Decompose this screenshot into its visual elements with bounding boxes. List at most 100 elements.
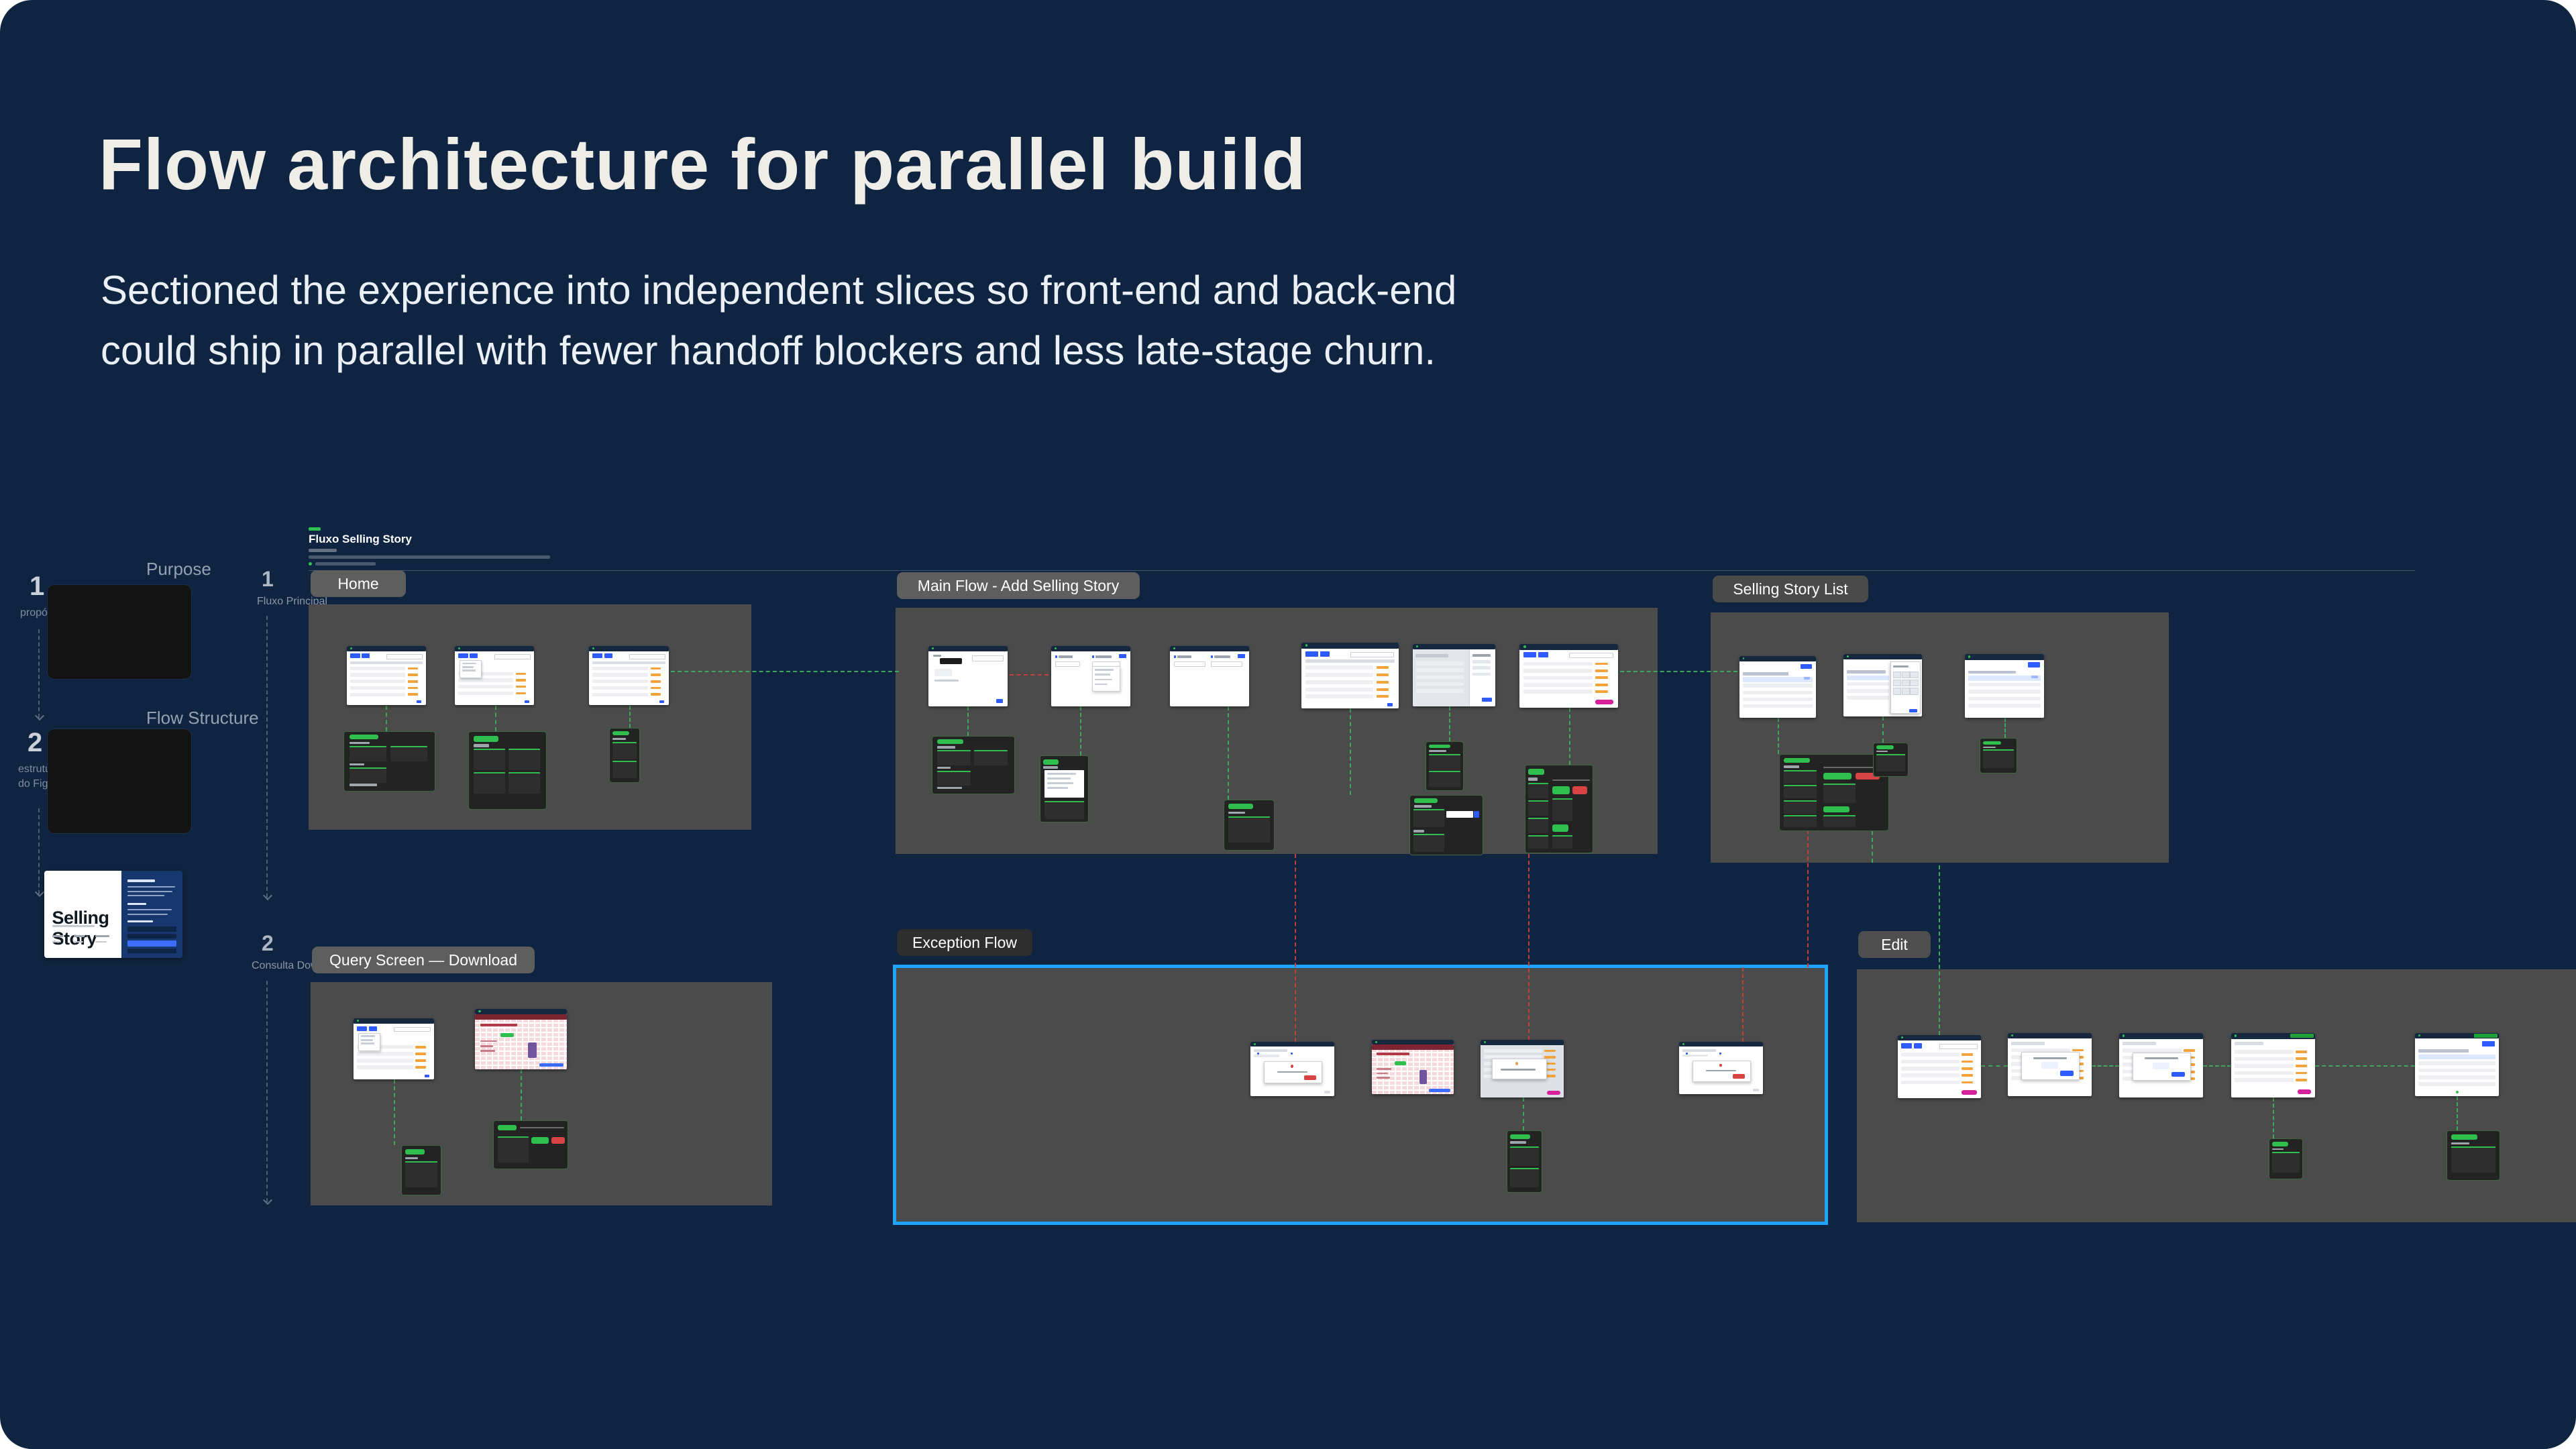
selling-story-cover-thumbnail[interactable]: Selling Story [44,871,182,958]
flow-connector-green [1981,1065,2008,1067]
outline-number-1: 1 [30,572,45,601]
annotation-card[interactable] [343,731,435,792]
screen-thumbnail-tableplain[interactable] [1965,654,2044,718]
flow-connector-green [1882,716,1884,743]
annotation-card[interactable] [1040,755,1089,822]
annotation-card[interactable] [1426,741,1464,791]
outline-guide-line-2 [38,808,40,894]
flow-connector-green [495,706,496,731]
screen-thumbnail-tablepopup[interactable] [1843,654,1922,716]
screen-thumbnail-formfirst[interactable] [928,646,1008,706]
flow-connector-red [1295,854,1296,1042]
legend-text-bar [315,562,376,566]
annotation-card[interactable] [1980,738,2017,773]
flow-connector-red [1807,830,1809,967]
annotation-card[interactable] [1779,754,1889,831]
flow-connector-green [394,1079,395,1145]
flow-connector-green [1080,706,1081,755]
screen-thumbnail-tablemagenta[interactable] [1898,1035,1981,1098]
flow-connector-green [1620,671,1737,672]
screen-thumbnail-pink[interactable] [1372,1040,1454,1094]
flow-connector-green [629,706,631,728]
annotation-card[interactable] [1525,765,1593,853]
frame-label-main-flow[interactable]: Main Flow - Add Selling Story [897,572,1140,599]
flow-connector-green [1449,706,1450,741]
screen-thumbnail-table[interactable] [589,646,669,705]
frame-label-edit[interactable]: Edit [1858,931,1931,958]
screen-thumbnail-table[interactable] [1301,643,1399,708]
annotation-card[interactable] [1873,743,1909,777]
flow-connector-green [671,671,899,672]
flow-connector-green [1350,708,1351,795]
canvas-subtitle-bar [309,549,337,552]
annotation-card[interactable] [1507,1130,1542,1193]
screen-thumbnail-pink[interactable] [475,1009,567,1069]
flow-connector-green [1939,865,1940,1035]
screen-thumbnail-tablemagenta[interactable] [1519,644,1618,708]
screen-thumbnail-tabledd[interactable] [354,1018,434,1079]
screen-thumbnail-dialogblue[interactable] [2008,1033,2092,1096]
outline-guide-line-1 [38,629,40,718]
flow-row-guide-2 [266,981,268,1202]
screen-thumbnail-table[interactable] [347,646,426,705]
outline-heading-purpose: Purpose [146,559,211,579]
annotation-card[interactable] [1409,795,1483,855]
screen-thumbnail-dialogred[interactable] [1679,1042,1763,1094]
page-title: Flow architecture for parallel build [99,123,1307,205]
flow-structure-thumbnail[interactable] [48,729,191,833]
frame-label-query-download[interactable]: Query Screen — Download [312,947,535,973]
annotation-card[interactable] [609,728,640,783]
screen-thumbnail-dialogblue[interactable] [2119,1033,2203,1097]
flow-connector-red [1742,967,1743,1042]
annotation-card[interactable] [932,736,1015,794]
flow-connector-green [1778,718,1779,754]
flow-connector-green [2203,1065,2231,1067]
flow-row-number-1: 1 [262,567,274,591]
screen-thumbnail-formdd[interactable] [1051,646,1130,706]
flow-connector-green [2092,1065,2119,1067]
frame-label-home[interactable]: Home [311,570,406,597]
flow-connector-green [2315,1065,2415,1067]
flow-connector-red [1528,854,1529,1040]
screen-thumbnail-tablegreenm[interactable] [2231,1033,2315,1097]
outline-heading-flow-structure: Flow Structure [146,708,259,728]
frame-label-exception-flow[interactable]: Exception Flow [897,929,1032,956]
flow-connector-green [967,706,969,736]
outline-number-2: 2 [28,728,43,757]
annotation-card[interactable] [2447,1130,2500,1181]
annotation-card[interactable] [1224,800,1275,851]
cover-left-panel: Selling Story [44,871,122,958]
screen-thumbnail-dialogorange[interactable] [1481,1040,1564,1097]
annotation-card[interactable] [468,731,547,810]
cover-title: Selling Story [52,907,110,949]
flow-connector-green [2004,718,2006,738]
flow-frame-exception-flow[interactable] [893,965,1828,1225]
page-subtitle: Sectioned the experience into independen… [101,268,1457,373]
flow-connector-red [1010,674,1049,676]
canvas-divider [309,570,2415,571]
annotation-card[interactable] [401,1145,441,1195]
screen-thumbnail-tableside[interactable] [1413,644,1495,706]
annotation-card[interactable] [493,1120,568,1169]
screen-thumbnail-dialogred[interactable] [1250,1042,1334,1096]
flow-row-number-2: 2 [262,931,274,955]
flow-connector-green [2273,1097,2274,1138]
flow-connector-green [1228,706,1229,800]
flow-row-label-1: Fluxo Principal [257,596,327,607]
flow-connector-green [1523,1097,1524,1130]
status-dot-green [309,527,321,531]
annotation-card[interactable] [2269,1138,2303,1179]
screen-thumbnail-tabledd[interactable] [455,646,534,705]
canvas-description-bar [309,555,550,559]
purpose-thumbnail[interactable] [48,585,191,679]
canvas-page-title: Fluxo Selling Story [309,533,412,545]
flow-connector-green [386,706,387,731]
frame-label-selling-story-list[interactable]: Selling Story List [1713,576,1868,602]
screen-thumbnail-tablegreen[interactable] [2415,1033,2499,1096]
screen-thumbnail-tableplain[interactable] [1739,656,1816,718]
screen-thumbnail-form[interactable] [1170,646,1249,706]
legend-dot-icon [309,562,312,566]
flow-connector-green [521,1069,522,1120]
flow-connector-green [1569,708,1570,765]
